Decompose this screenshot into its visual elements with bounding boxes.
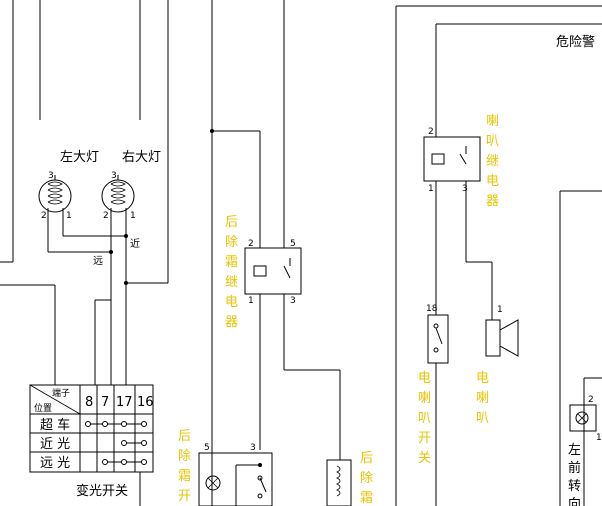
pin-label: 2 — [248, 239, 254, 249]
dimmer-switch-table: 端子 位置 8 7 17 16 超 车 近 光 远 光 — [29, 384, 154, 473]
dimmer-switch-label: 变光开关 — [76, 483, 128, 499]
pin-label: 3 — [111, 171, 117, 181]
pin-label: 1 — [248, 296, 254, 306]
pin-label: 1 — [497, 305, 503, 315]
table-col: 7 — [101, 395, 109, 410]
pin-label: 1 — [428, 184, 434, 194]
rear-defog-switch — [198, 452, 273, 506]
rear-defog-relay — [210, 0, 341, 506]
horn-switch — [427, 314, 449, 506]
pin-label: 1 — [130, 211, 136, 221]
horn-label: 电喇叭 — [476, 371, 489, 426]
pin-label: 5 — [204, 443, 210, 453]
rear-defog-relay-label: 后除霜继电器 — [225, 215, 238, 330]
pin-label: 2 — [428, 127, 434, 137]
table-row-label: 超 车 — [40, 417, 70, 433]
pin-label: 3 — [290, 296, 296, 306]
pin-label: 3 — [250, 443, 256, 453]
pin-label: 1 — [66, 211, 72, 221]
left-front-turn-label: 左前转向 — [568, 443, 581, 506]
horn-switch-label: 电喇叭开关 — [418, 371, 431, 466]
table-row-label: 远 光 — [40, 456, 70, 471]
left-headlamp — [38, 175, 126, 253]
right-headlamp-label: 右大灯 — [122, 150, 161, 165]
left-edge-wires — [0, 0, 169, 385]
pin-label: 3 — [48, 171, 54, 181]
rear-defog-switch-label: 后除霜开 — [178, 429, 191, 504]
table-col: 16 — [137, 395, 154, 410]
right-headlamp — [94, 175, 135, 385]
rear-defog-heater-label: 后除霜 — [360, 451, 373, 506]
pin-label: 1 — [596, 433, 602, 443]
table-header-bottom: 位置 — [34, 402, 52, 414]
horn — [485, 319, 519, 357]
pin-label: 18 — [426, 304, 438, 314]
danger-warning-label: 危险警 — [556, 34, 595, 50]
rear-defog-heater — [326, 459, 352, 506]
near-label: 近 — [130, 237, 140, 250]
left-headlamp-label: 左大灯 — [60, 150, 99, 165]
table-header-top: 端子 — [52, 387, 70, 399]
horn-relay-label: 喇叭继电器 — [486, 114, 499, 209]
table-row-label: 近 光 — [40, 437, 70, 452]
horn-relay — [423, 23, 602, 320]
left-front-turn-lamp — [569, 404, 597, 432]
pin-label: 2 — [588, 395, 594, 405]
table-col: 17 — [116, 395, 133, 410]
pin-label: 5 — [290, 239, 296, 249]
pin-label: 2 — [41, 211, 47, 221]
far-label: 远 — [93, 255, 103, 267]
pin-label: 2 — [103, 211, 109, 221]
table-col: 8 — [85, 395, 93, 410]
pin-label: 3 — [462, 184, 468, 194]
